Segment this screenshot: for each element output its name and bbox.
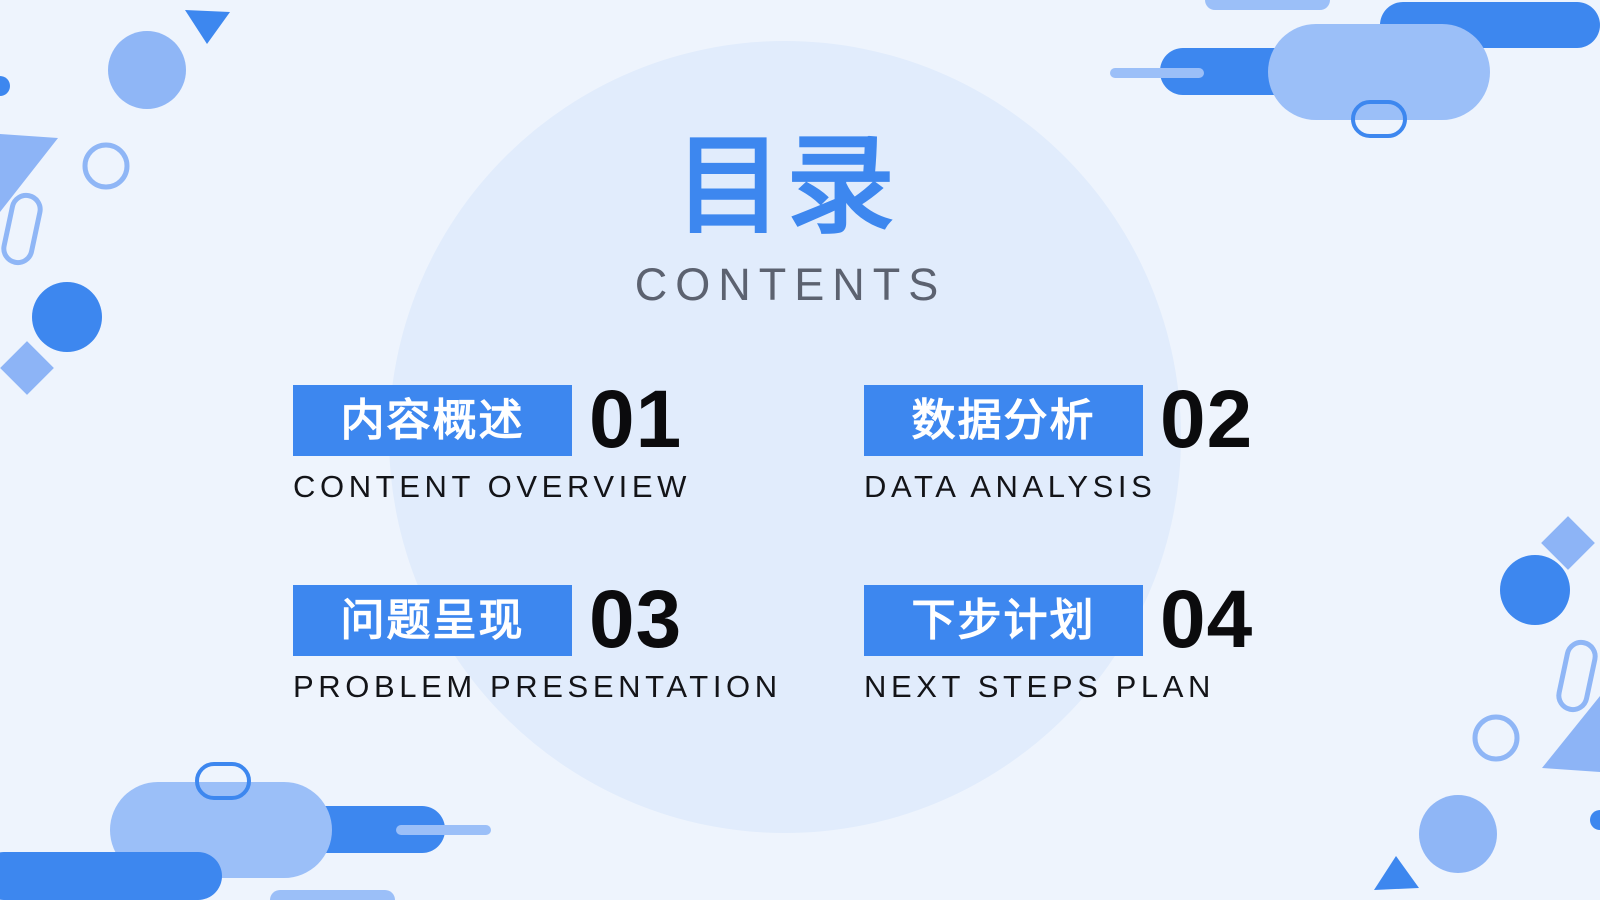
toc-item-problem-presentation[interactable]: 问题呈现 03 PROBLEM PRESENTATION (293, 579, 813, 705)
top-left-decoration (0, 10, 230, 395)
pill-shape (0, 852, 222, 900)
pill-shape (1268, 24, 1490, 120)
toc-item-content-overview[interactable]: 内容概述 01 CONTENT OVERVIEW (293, 379, 813, 505)
circle-shape (1500, 555, 1570, 625)
pill-outline-shape (1556, 639, 1598, 713)
circle-shape (0, 76, 10, 96)
ring-shape (1472, 714, 1520, 762)
toc-item-subtitle: DATA ANALYSIS (864, 469, 1157, 504)
diamond-shape (0, 341, 54, 395)
toc-item-subtitle: CONTENT OVERVIEW (293, 469, 691, 504)
toc-item-number: 04 (1160, 574, 1254, 665)
bottom-left-decoration (0, 762, 491, 900)
pill-outline-shape (1351, 100, 1407, 138)
line-shape (396, 825, 491, 835)
toc-item-label: 下步计划 (864, 585, 1143, 656)
ring-shape (82, 142, 130, 190)
circle-shape (1590, 810, 1600, 830)
pill-outline-shape (1, 192, 43, 266)
toc-item-label: 问题呈现 (293, 585, 572, 656)
circle-shape (1419, 795, 1497, 873)
triangle-shape (1542, 696, 1600, 772)
toc-item-number: 03 (589, 574, 683, 665)
top-right-decoration (1110, 0, 1600, 138)
circle-shape (108, 31, 186, 109)
page-subtitle: CONTENTS (634, 259, 947, 310)
toc-item-subtitle: PROBLEM PRESENTATION (293, 669, 782, 704)
triangle-shape (1374, 856, 1419, 890)
triangle-shape (0, 134, 58, 212)
page-title: 目录 (674, 124, 899, 249)
line-shape (1110, 68, 1204, 78)
pill-outline-shape (195, 762, 251, 800)
toc-item-label: 内容概述 (293, 385, 572, 456)
bottom-right-decoration (1374, 516, 1600, 890)
circle-shape (32, 282, 102, 352)
pill-shape (270, 890, 395, 900)
toc-item-subtitle: NEXT STEPS PLAN (864, 669, 1215, 704)
toc-item-data-analysis[interactable]: 数据分析 02 DATA ANALYSIS (864, 379, 1384, 505)
pill-shape (1205, 0, 1330, 10)
triangle-shape (185, 10, 230, 44)
toc-item-number: 01 (589, 374, 683, 465)
toc-item-label: 数据分析 (864, 385, 1143, 456)
toc-item-next-steps-plan[interactable]: 下步计划 04 NEXT STEPS PLAN (864, 579, 1384, 705)
toc-item-number: 02 (1160, 374, 1254, 465)
